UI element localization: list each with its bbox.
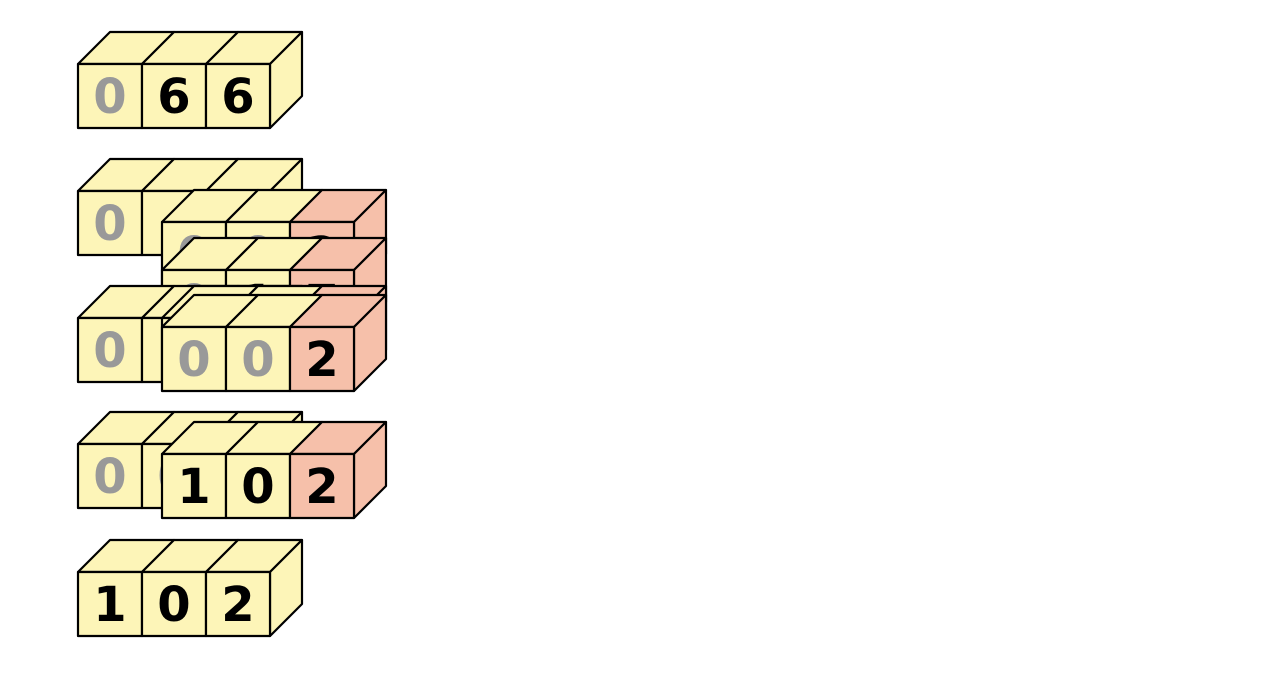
padding-digit: 0 — [93, 69, 126, 125]
digit: 0 — [157, 577, 190, 633]
cube-front-face — [288, 325, 356, 393]
padding-digit: 0 — [241, 332, 274, 388]
cube-front-face — [76, 62, 144, 130]
cube-front-face — [204, 570, 272, 638]
cube-front-face — [224, 452, 292, 520]
cube-front-face — [76, 570, 144, 638]
digit: 1 — [177, 459, 210, 515]
cube-front-face — [76, 442, 144, 510]
digit: 2 — [305, 459, 338, 515]
digit: 6 — [157, 69, 190, 125]
digit: 2 — [221, 577, 254, 633]
padding-digit: 0 — [93, 196, 126, 252]
digit: 1 — [93, 577, 126, 633]
padding-digit: 0 — [177, 332, 210, 388]
digit: 2 — [305, 332, 338, 388]
digit: 0 — [241, 459, 274, 515]
cube-front-face — [288, 452, 356, 520]
cube-front-face — [140, 62, 208, 130]
cube-front-face — [76, 316, 144, 384]
padding-digit: 0 — [93, 449, 126, 505]
cube-front-face — [204, 62, 272, 130]
cube-front-face — [160, 452, 228, 520]
digit: 6 — [221, 69, 254, 125]
cube-front-face — [140, 570, 208, 638]
padding-digit: 0 — [93, 323, 126, 379]
